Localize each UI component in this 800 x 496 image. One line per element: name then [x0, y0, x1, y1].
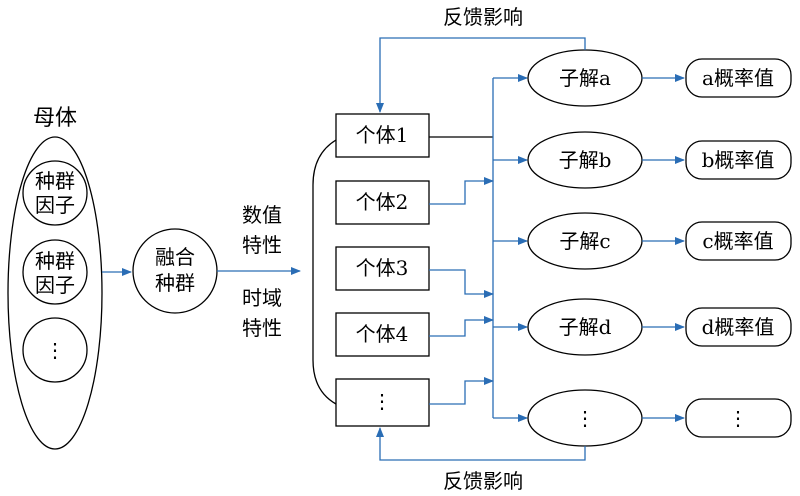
- population-factor-1: [22, 160, 88, 226]
- individuals-bracket: [312, 139, 337, 405]
- probability-c-label: c概率值: [702, 229, 773, 253]
- individual-more-label: ⋮: [372, 389, 392, 413]
- feedback-bottom-label: 反馈影响: [443, 469, 523, 493]
- probability-c: c概率值: [685, 221, 792, 261]
- solution-more: ⋮: [527, 389, 643, 447]
- individual-4-label: 个体4: [356, 322, 409, 346]
- population-factor-1-line1: 种群: [35, 169, 75, 193]
- individual-2-label: 个体2: [356, 190, 409, 214]
- solution-a: 子解a: [527, 49, 643, 107]
- numeric-feature-line1: 数值: [242, 203, 282, 227]
- solution-b-label: 子解b: [559, 148, 612, 172]
- time-domain-feature-line2: 特性: [242, 316, 282, 340]
- individual-1: 个体1: [335, 113, 430, 158]
- population-factor-more-label: ⋮: [45, 338, 65, 362]
- individual-3: 个体3: [335, 246, 430, 291]
- population-factor-2: [22, 239, 88, 305]
- connector-individual-3: [429, 269, 494, 298]
- solution-d: 子解d: [527, 298, 643, 356]
- probability-b-label: b概率值: [702, 148, 775, 172]
- fused-population-line1: 融合: [155, 245, 195, 269]
- solution-a-label: 子解a: [559, 66, 611, 90]
- individual-3-label: 个体3: [356, 256, 409, 280]
- feedback-loop-top: [376, 37, 586, 113]
- solution-more-label: ⋮: [575, 406, 595, 430]
- solution-d-label: 子解d: [559, 315, 612, 339]
- individual-2: 个体2: [335, 180, 430, 225]
- time-domain-feature-line1: 时域: [242, 286, 282, 310]
- population-factor-2-line2: 因子: [35, 273, 75, 297]
- probability-b: b概率值: [685, 140, 792, 180]
- connector-individual-more: [429, 377, 494, 405]
- solution-b: 子解b: [527, 131, 643, 189]
- probability-a-label: a概率值: [702, 66, 774, 90]
- probability-more-label: ⋮: [728, 406, 748, 430]
- solution-c-label: 子解c: [559, 229, 610, 253]
- probability-a: a概率值: [685, 58, 792, 98]
- population-factor-more: [22, 317, 88, 383]
- connector-individual-2: [429, 177, 494, 205]
- population-factor-2-line1: 种群: [35, 249, 75, 273]
- mother-label: 母体: [33, 106, 77, 131]
- probability-d-label: d概率值: [702, 315, 775, 339]
- connector-individual-4: [429, 316, 494, 337]
- probability-more: ⋮: [685, 398, 792, 438]
- population-factor-1-line2: 因子: [35, 193, 75, 217]
- solution-c: 子解c: [527, 212, 643, 270]
- numeric-feature-line2: 特性: [242, 233, 282, 257]
- probability-d: d概率值: [685, 307, 792, 347]
- feedback-top-label: 反馈影响: [443, 5, 523, 29]
- individual-more: ⋮: [335, 378, 430, 427]
- individual-1-label: 个体1: [356, 123, 409, 147]
- feedback-loop-bottom: [376, 427, 586, 461]
- individual-4: 个体4: [335, 312, 430, 357]
- fused-population-line2: 种群: [155, 271, 195, 295]
